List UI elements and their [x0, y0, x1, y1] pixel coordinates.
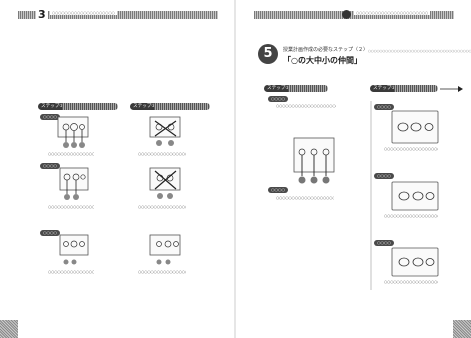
caption-2: ○○○○○○○○○○○○○○○○○○○○○○○○○○○○○○○○	[138, 152, 186, 156]
left-col2-chip: ステップ②	[130, 103, 159, 110]
page-corner-bottom-left	[0, 320, 18, 338]
illustration-tray-sorting-1	[57, 116, 89, 148]
illustration-board-arrows	[293, 137, 335, 184]
right-step-label-4: ○○○○	[374, 173, 394, 179]
section-number: 5	[263, 46, 273, 61]
right-col1-chip: ステップ①	[264, 85, 293, 92]
section-number-badge: 5	[258, 44, 278, 64]
caption-5: ○○○○○○○○○○○○○○○○○○○○○○○○○○○○○○○○	[48, 270, 94, 274]
left-running-title: ○○○○○○○○○○○○○○○○○○○○	[50, 11, 117, 16]
illustration-tray-sorting-4	[149, 234, 181, 265]
page-number: 3	[36, 8, 48, 21]
right-body-5: ○○○○○○○○○○○○○○○○○○○○○○○○○○○○	[384, 280, 438, 284]
illustration-panel-2	[391, 181, 439, 211]
right-running-title: ○○○○○○○○○○○○○○○○○○○○○○○	[354, 11, 431, 16]
caption-1: ○○○○○○○○○○○○○○○○○○○○○○○○○○○○○○○○	[48, 152, 94, 156]
caption-6: ○○○○○○○○○○○○○○○○○○○○○○○○○○○○○○○○	[138, 270, 186, 274]
illustration-tray-sorting-2	[59, 167, 89, 200]
section-intro: ○○○○○○○○○○○○○○○○○○○○○○○○○○○○○○○○○○○○○	[368, 49, 471, 53]
right-arrow-icon	[440, 86, 463, 92]
left-col1-chip: ステップ①	[38, 103, 67, 110]
header-band-left	[18, 11, 218, 19]
section-subtitle: 授業計画作成の必要なステップ〈２〉	[283, 47, 369, 53]
right-body-1: ○○○○○○○○○○○○○○○○○○○○○○○○○○○○○○○○○○○○○○	[276, 104, 336, 108]
caption-4: ○○○○○○○○○○○○○○○○○○○○○○○○○○○○○○○○	[138, 205, 186, 209]
caption-3: ○○○○○○○○○○○○○○○○○○○○○○○○○○○○○○○○	[48, 205, 94, 209]
center-gutter	[234, 0, 236, 338]
right-col2-bar-label: ○○○○○○	[397, 97, 420, 102]
right-step-label-5: ○○○○	[374, 240, 394, 246]
illustration-panel-3	[391, 247, 439, 277]
right-body-3: ○○○○○○○○○○○○○○○○○○○○○○○○○○○○	[384, 147, 438, 151]
right-col1-bar: ○○○○○○	[288, 85, 328, 102]
right-step-label-1: ○○○○	[268, 96, 288, 102]
right-body-4: ○○○○○○○○○○○○○○○○○○○○○○○○○○○○	[384, 214, 438, 218]
illustration-tray-sorting-3	[59, 234, 89, 265]
left-step-label-1: ○○○○	[40, 114, 60, 120]
right-header-dot	[342, 10, 351, 19]
right-step-label-2: ○○○○	[268, 187, 288, 193]
right-body-2: ○○○○○○○○○○○○○○○○○○○○○○○○○○○○○○○○○○○○○○	[276, 196, 334, 200]
illustration-tray-wrong-2	[149, 167, 181, 199]
right-col2-bar: ○○○○○○	[394, 85, 438, 102]
right-col2-chip: ステップ②	[370, 85, 399, 92]
left-step-label-3: ○○○○	[40, 230, 60, 236]
section-title: 「○の大中小の仲間」	[283, 56, 362, 65]
right-step-label-3: ○○○○	[374, 104, 394, 110]
page-corner-bottom-right	[453, 320, 471, 338]
illustration-panel-1	[391, 110, 439, 144]
right-col1-bar-label: ○○○○○○	[291, 97, 314, 102]
left-step-label-2: ○○○○	[40, 163, 60, 169]
illustration-tray-wrong-1	[149, 116, 181, 146]
